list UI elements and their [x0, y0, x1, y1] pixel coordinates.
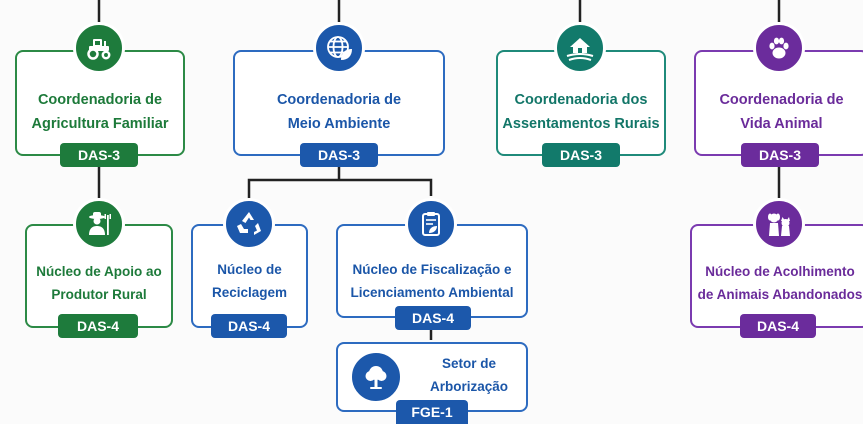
badge-das3: DAS-3 — [300, 143, 378, 167]
badge-das3: DAS-3 — [542, 143, 620, 167]
nucleo-title: Núcleo de Reciclagem — [211, 262, 288, 300]
coord-title: Coordenadoria dos Assentamentos Rurais — [502, 92, 660, 132]
badge-fge1: FGE-1 — [396, 400, 468, 424]
badge-das4: DAS-4 — [395, 306, 471, 330]
badge-das4: DAS-4 — [58, 314, 138, 338]
badge-das3: DAS-3 — [60, 143, 138, 167]
nucleo-fiscalizacao-box[interactable]: Núcleo de Fiscalização e Licenciamento A… — [336, 224, 528, 318]
tree-icon — [349, 350, 403, 404]
coord-title: Coordenadoria de Meio Ambiente — [276, 92, 402, 132]
badge-das3: DAS-3 — [741, 143, 819, 167]
globe-leaf-icon — [313, 22, 365, 74]
coord-title: Coordenadoria de Vida Animal — [719, 92, 844, 132]
badge-das4: DAS-4 — [740, 314, 816, 338]
paw-icon — [753, 22, 805, 74]
connector-lines — [97, 0, 781, 340]
clipboard-leaf-icon — [405, 198, 457, 250]
dog-cat-icon — [753, 198, 805, 250]
setor-title: Setor de Arborização — [429, 356, 509, 394]
badge-das4: DAS-4 — [211, 314, 287, 338]
farm-house-icon — [554, 22, 606, 74]
farmer-icon — [73, 198, 125, 250]
recycle-icon — [223, 198, 275, 250]
coord-title: Coordenadoria de Agricultura Familiar — [31, 92, 169, 132]
nucleo-title: Núcleo de Acolhimento de Animais Abandon… — [697, 264, 863, 302]
nucleo-title: Núcleo de Apoio ao Produtor Rural — [36, 264, 162, 302]
nucleo-title: Núcleo de Fiscalização e Licenciamento A… — [350, 262, 514, 300]
tractor-icon — [73, 22, 125, 74]
